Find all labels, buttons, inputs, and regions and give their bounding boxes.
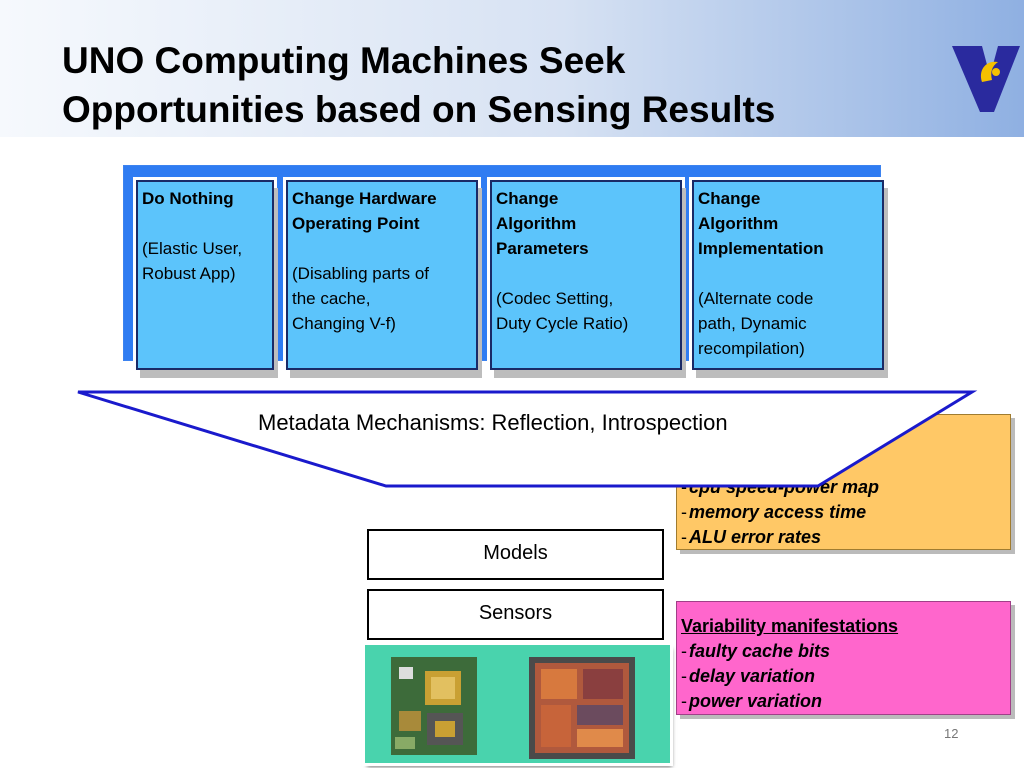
option-do-nothing: Do Nothing (Elastic User, Robust App): [136, 180, 274, 370]
metadata-label: Metadata Mechanisms: Reflection, Introsp…: [258, 410, 728, 435]
option-title: Change Algorithm Parameters: [496, 189, 589, 258]
circuit-board-icon: [391, 657, 477, 755]
models-box: Models: [367, 529, 664, 580]
university-logo-icon: [952, 46, 1020, 112]
variability-item: faulty cache bits: [681, 639, 1006, 664]
option-detail: (Codec Setting, Duty Cycle Ratio): [496, 289, 629, 333]
signature-item: cpu speed-power map: [681, 475, 1006, 500]
option-detail: (Alternate code path, Dynamic recompilat…: [698, 289, 814, 358]
variability-heading: Variability manifestations: [681, 616, 899, 636]
page-number: 12: [944, 726, 959, 741]
sensors-label: Sensors: [478, 602, 553, 624]
processor-die-icon: [529, 657, 635, 759]
chips-photo: [365, 645, 670, 763]
option-change-hardware: Change Hardware Operating Point (Disabli…: [286, 180, 478, 370]
title-line-2: Opportunities based on Sensing Results: [62, 89, 776, 130]
signature-item: e bit map: [681, 450, 1006, 475]
models-label: Models: [483, 542, 548, 564]
option-title: Change Hardware Operating Point: [292, 189, 437, 233]
option-title: Change Algorithm Implementation: [698, 189, 824, 258]
option-detail: (Disabling parts of the cache, Changing …: [292, 264, 430, 333]
variability-item: power variation: [681, 689, 1006, 714]
option-change-implementation: Change Algorithm Implementation (Alterna…: [692, 180, 884, 370]
signature-item: memory access time: [681, 500, 1006, 525]
title-line-1: UNO Computing Machines Seek: [62, 40, 626, 81]
slide-title: UNO Computing Machines Seek Opportunitie…: [62, 36, 922, 134]
signature-item: ALU error rates: [681, 525, 1006, 550]
option-title: Do Nothing: [142, 189, 234, 208]
signatures-heading: natures:: [801, 427, 873, 447]
option-change-parameters: Change Algorithm Parameters (Codec Setti…: [490, 180, 682, 370]
variability-box: Variability manifestations faulty cache …: [676, 601, 1011, 715]
variability-item: delay variation: [681, 664, 1006, 689]
sensors-box: Sensors: [367, 589, 664, 640]
header-band: [0, 0, 1024, 137]
option-detail: (Elastic User, Robust App): [142, 239, 243, 283]
